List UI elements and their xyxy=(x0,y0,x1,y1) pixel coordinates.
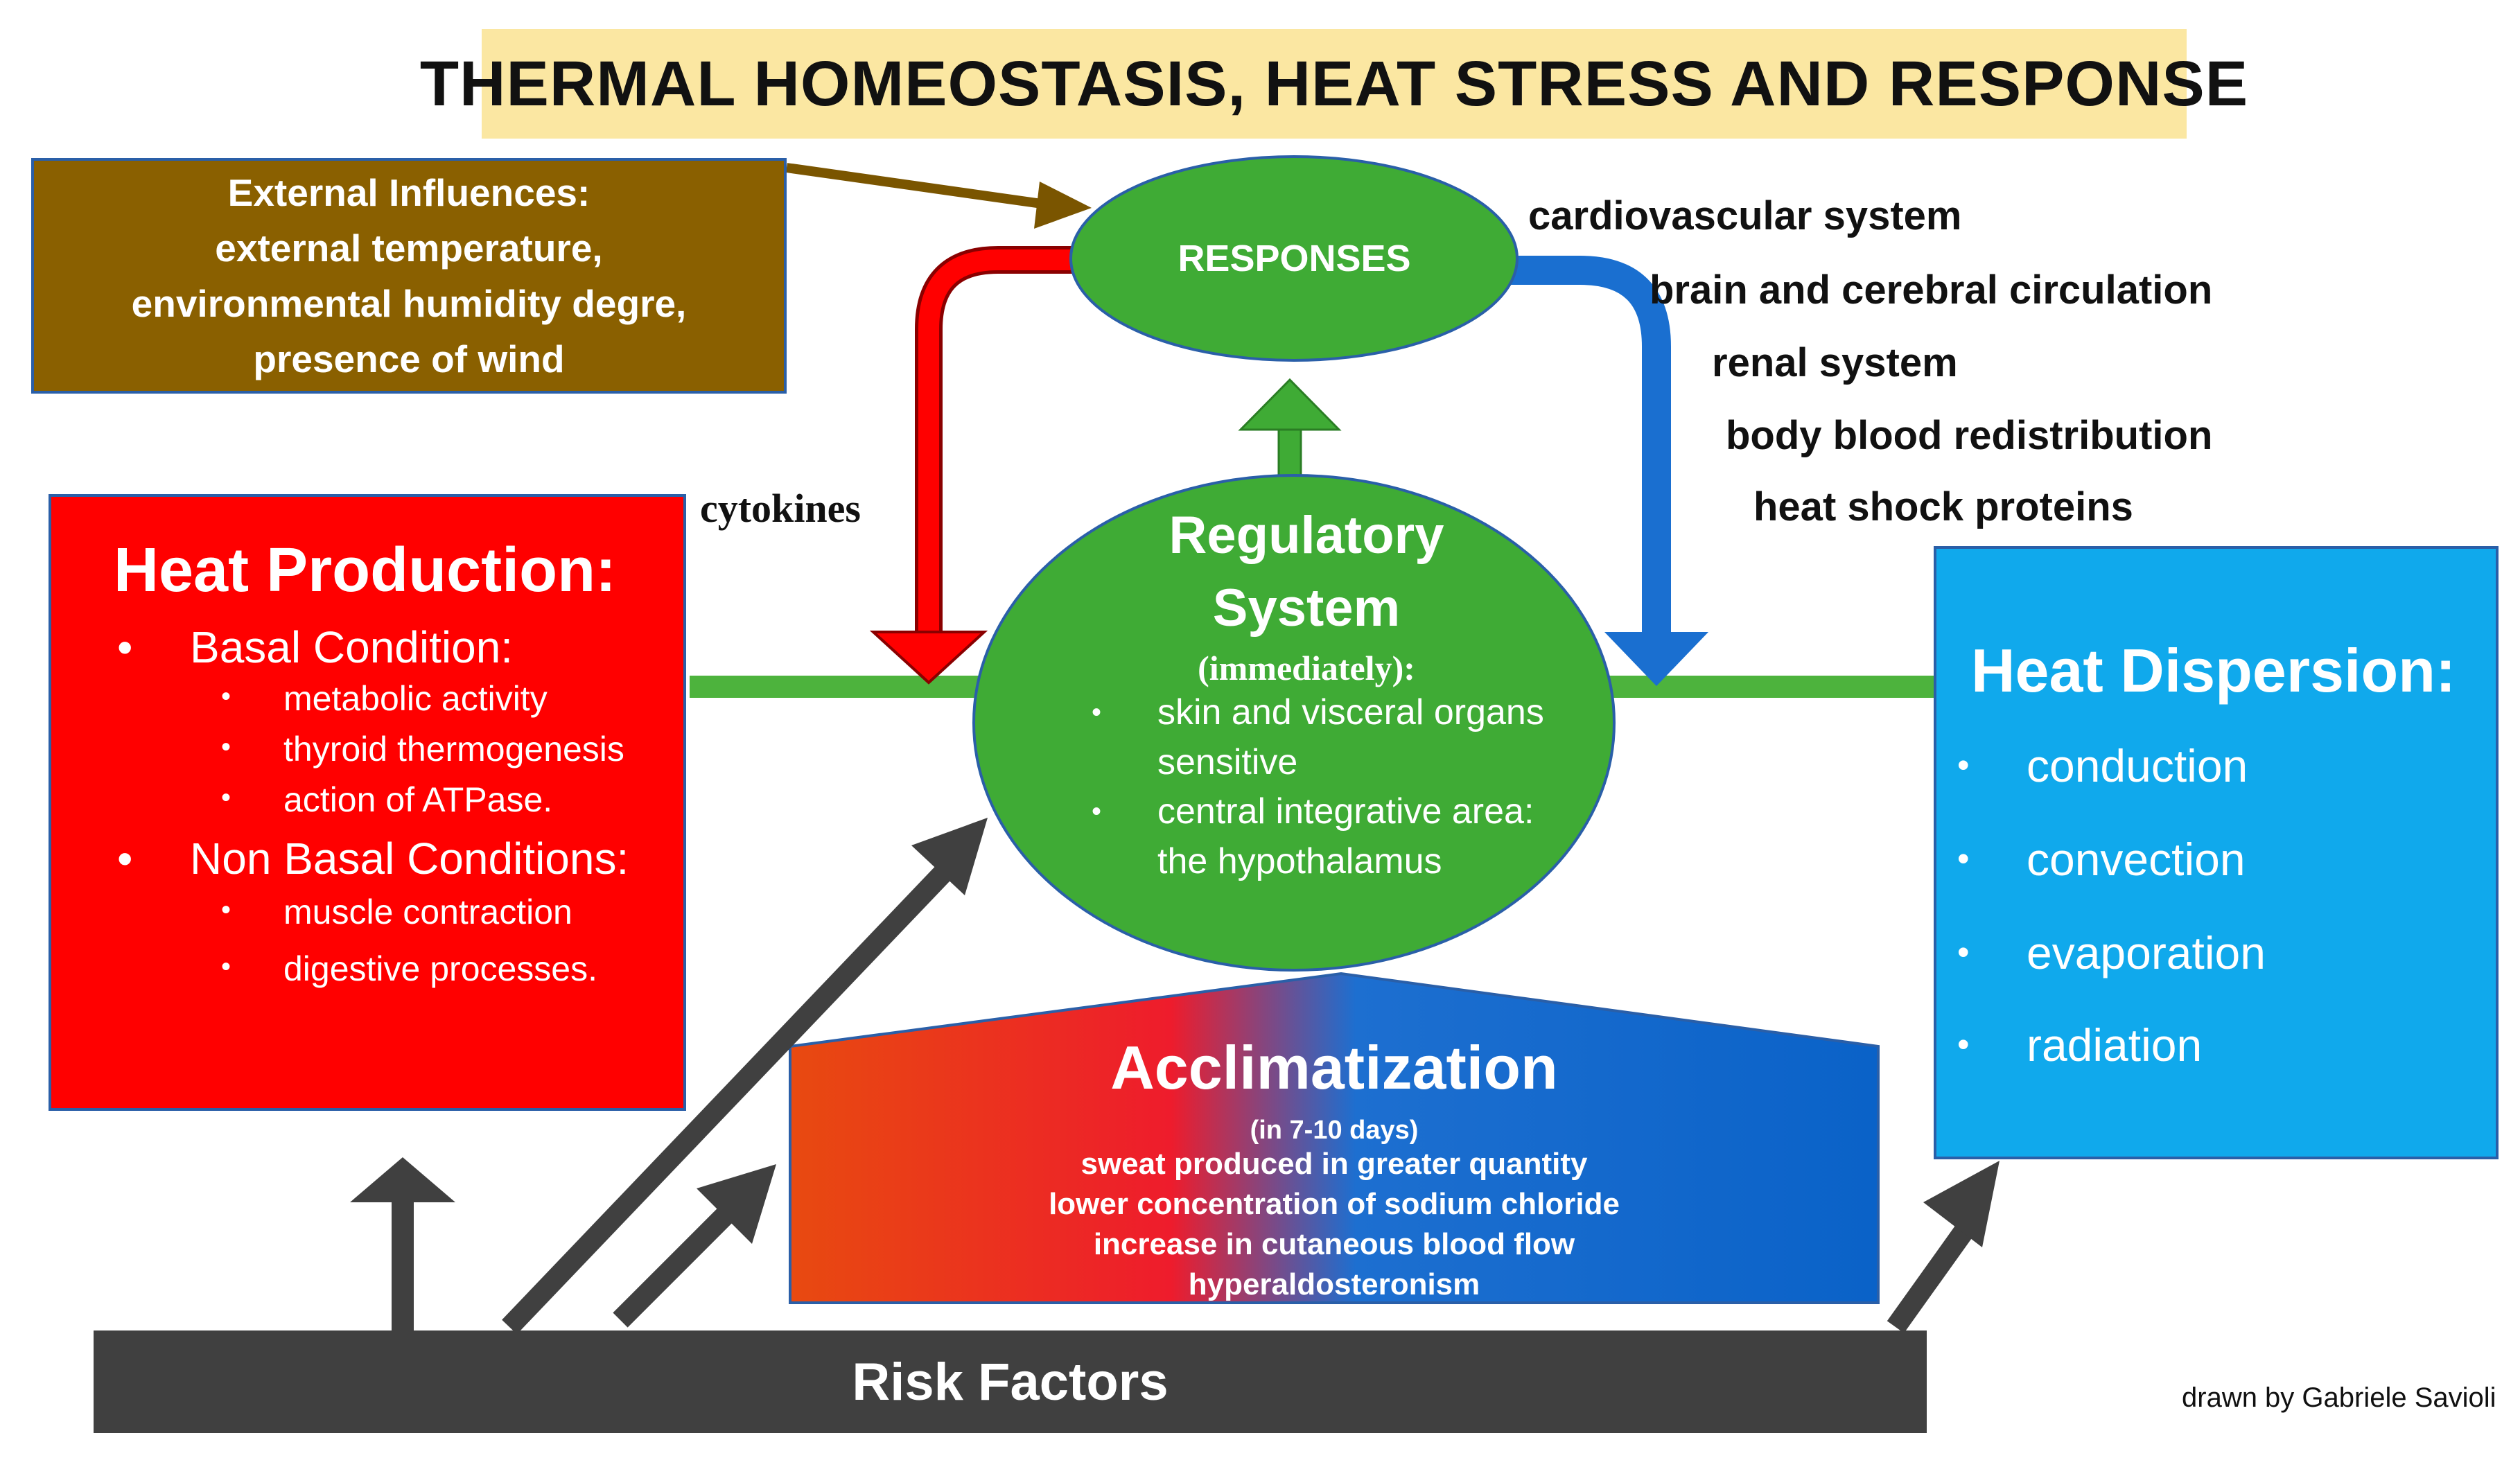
risk-arrow-dispersion-shaft xyxy=(1887,1224,1974,1333)
dispersion-item: convection xyxy=(1957,833,2245,886)
response-item: heat shock proteins xyxy=(1753,484,2133,529)
risk-arrow-acclimatization-head xyxy=(697,1164,776,1244)
risk-factors-bar: Risk Factors xyxy=(94,1330,1927,1433)
acclimatization-item: sweat produced in greater quantity xyxy=(1080,1147,1588,1181)
non-basal-item: digestive processes. xyxy=(221,949,597,989)
risk-arrow-dispersion-head xyxy=(1923,1161,2000,1247)
response-item: brain and cerebral circulation xyxy=(1650,267,2213,313)
external-arrow-shaft xyxy=(786,163,1047,209)
dispersion-item: conduction xyxy=(1957,739,2248,792)
acclimatization-item: lower concentration of sodium chloride xyxy=(1049,1187,1620,1221)
risk-arrow-regulatory-shaft xyxy=(502,855,961,1335)
external-line: environmental humidity degre, xyxy=(131,282,687,325)
cytokines-arrowhead xyxy=(869,631,988,685)
external-arrowhead xyxy=(1034,182,1092,229)
regulatory-subtitle: (immediately): xyxy=(1198,649,1415,687)
risk-arrow-up-head xyxy=(350,1157,455,1202)
regulatory-title: Regulatory System xyxy=(988,499,1625,644)
basal-item: metabolic activity xyxy=(221,678,548,719)
heat-dispersion-box: Heat Dispersion: conduction convection e… xyxy=(1934,546,2499,1159)
external-influences-box: External Influences: external temperatur… xyxy=(31,158,787,394)
risk-arrow-regulatory-head xyxy=(911,818,988,895)
regulatory-item: skin and visceral organs sensitive xyxy=(1092,687,1546,787)
responses-arrowhead xyxy=(1604,632,1708,686)
acclimatization-item: increase in cutaneous blood flow xyxy=(1093,1227,1575,1261)
heat-production-title: Heat Production: xyxy=(114,536,617,605)
cytokines-label: cytokines xyxy=(700,486,861,531)
responses-label: RESPONSES xyxy=(1178,237,1411,279)
dispersion-item: evaporation xyxy=(1957,926,2266,979)
acclimatization-subtitle: (in 7-10 days) xyxy=(1250,1116,1419,1145)
regulatory-item: central integrative area: the hypothalam… xyxy=(1092,787,1546,886)
external-line: presence of wind xyxy=(253,337,565,380)
external-line: external temperature, xyxy=(215,227,603,270)
response-item: cardiovascular system xyxy=(1528,193,1962,238)
dispersion-item: radiation xyxy=(1957,1019,2202,1071)
risk-factors-label: Risk Factors xyxy=(852,1352,1169,1412)
acclimatization-shape xyxy=(789,972,1880,1304)
non-basal-condition-label: Non Basal Conditions: xyxy=(117,833,629,884)
risk-arrow-up-shaft xyxy=(392,1199,414,1334)
external-line: External Influences: xyxy=(227,171,590,214)
acclimatization-item: hyperaldosteronism xyxy=(1188,1267,1480,1301)
page-title: THERMAL HOMEOSTASIS, HEAT STRESS AND RES… xyxy=(419,48,2249,119)
title-banner: THERMAL HOMEOSTASIS, HEAT STRESS AND RES… xyxy=(420,29,2248,139)
responses-arrow-shaft xyxy=(1511,256,1671,634)
responses-ellipse xyxy=(1069,155,1519,362)
basal-item: thyroid thermogenesis xyxy=(221,729,624,769)
basal-condition-label: Basal Condition: xyxy=(117,622,513,673)
response-item: body blood redistribution xyxy=(1726,413,2213,458)
credit-text: drawn by Gabriele Savioli xyxy=(2182,1382,2496,1413)
heat-production-box: Heat Production: Basal Condition: metabo… xyxy=(49,494,686,1111)
green-up-arrowhead xyxy=(1238,378,1342,431)
regulatory-title-line: Regulatory xyxy=(1169,506,1444,565)
regulatory-system: Regulatory System (immediately): skin an… xyxy=(988,499,1625,949)
basal-item: action of ATPase. xyxy=(221,780,552,820)
risk-arrow-acclimatization-shaft xyxy=(613,1195,746,1328)
response-item: renal system xyxy=(1712,340,1958,385)
regulatory-title-line: System xyxy=(1212,579,1401,638)
non-basal-item: muscle contraction xyxy=(221,892,572,932)
acclimatization: Acclimatization (in 7-10 days) sweat pro… xyxy=(790,1033,1878,1310)
acclimatization-title: Acclimatization xyxy=(1110,1033,1558,1102)
heat-dispersion-title: Heat Dispersion: xyxy=(1971,636,2456,705)
